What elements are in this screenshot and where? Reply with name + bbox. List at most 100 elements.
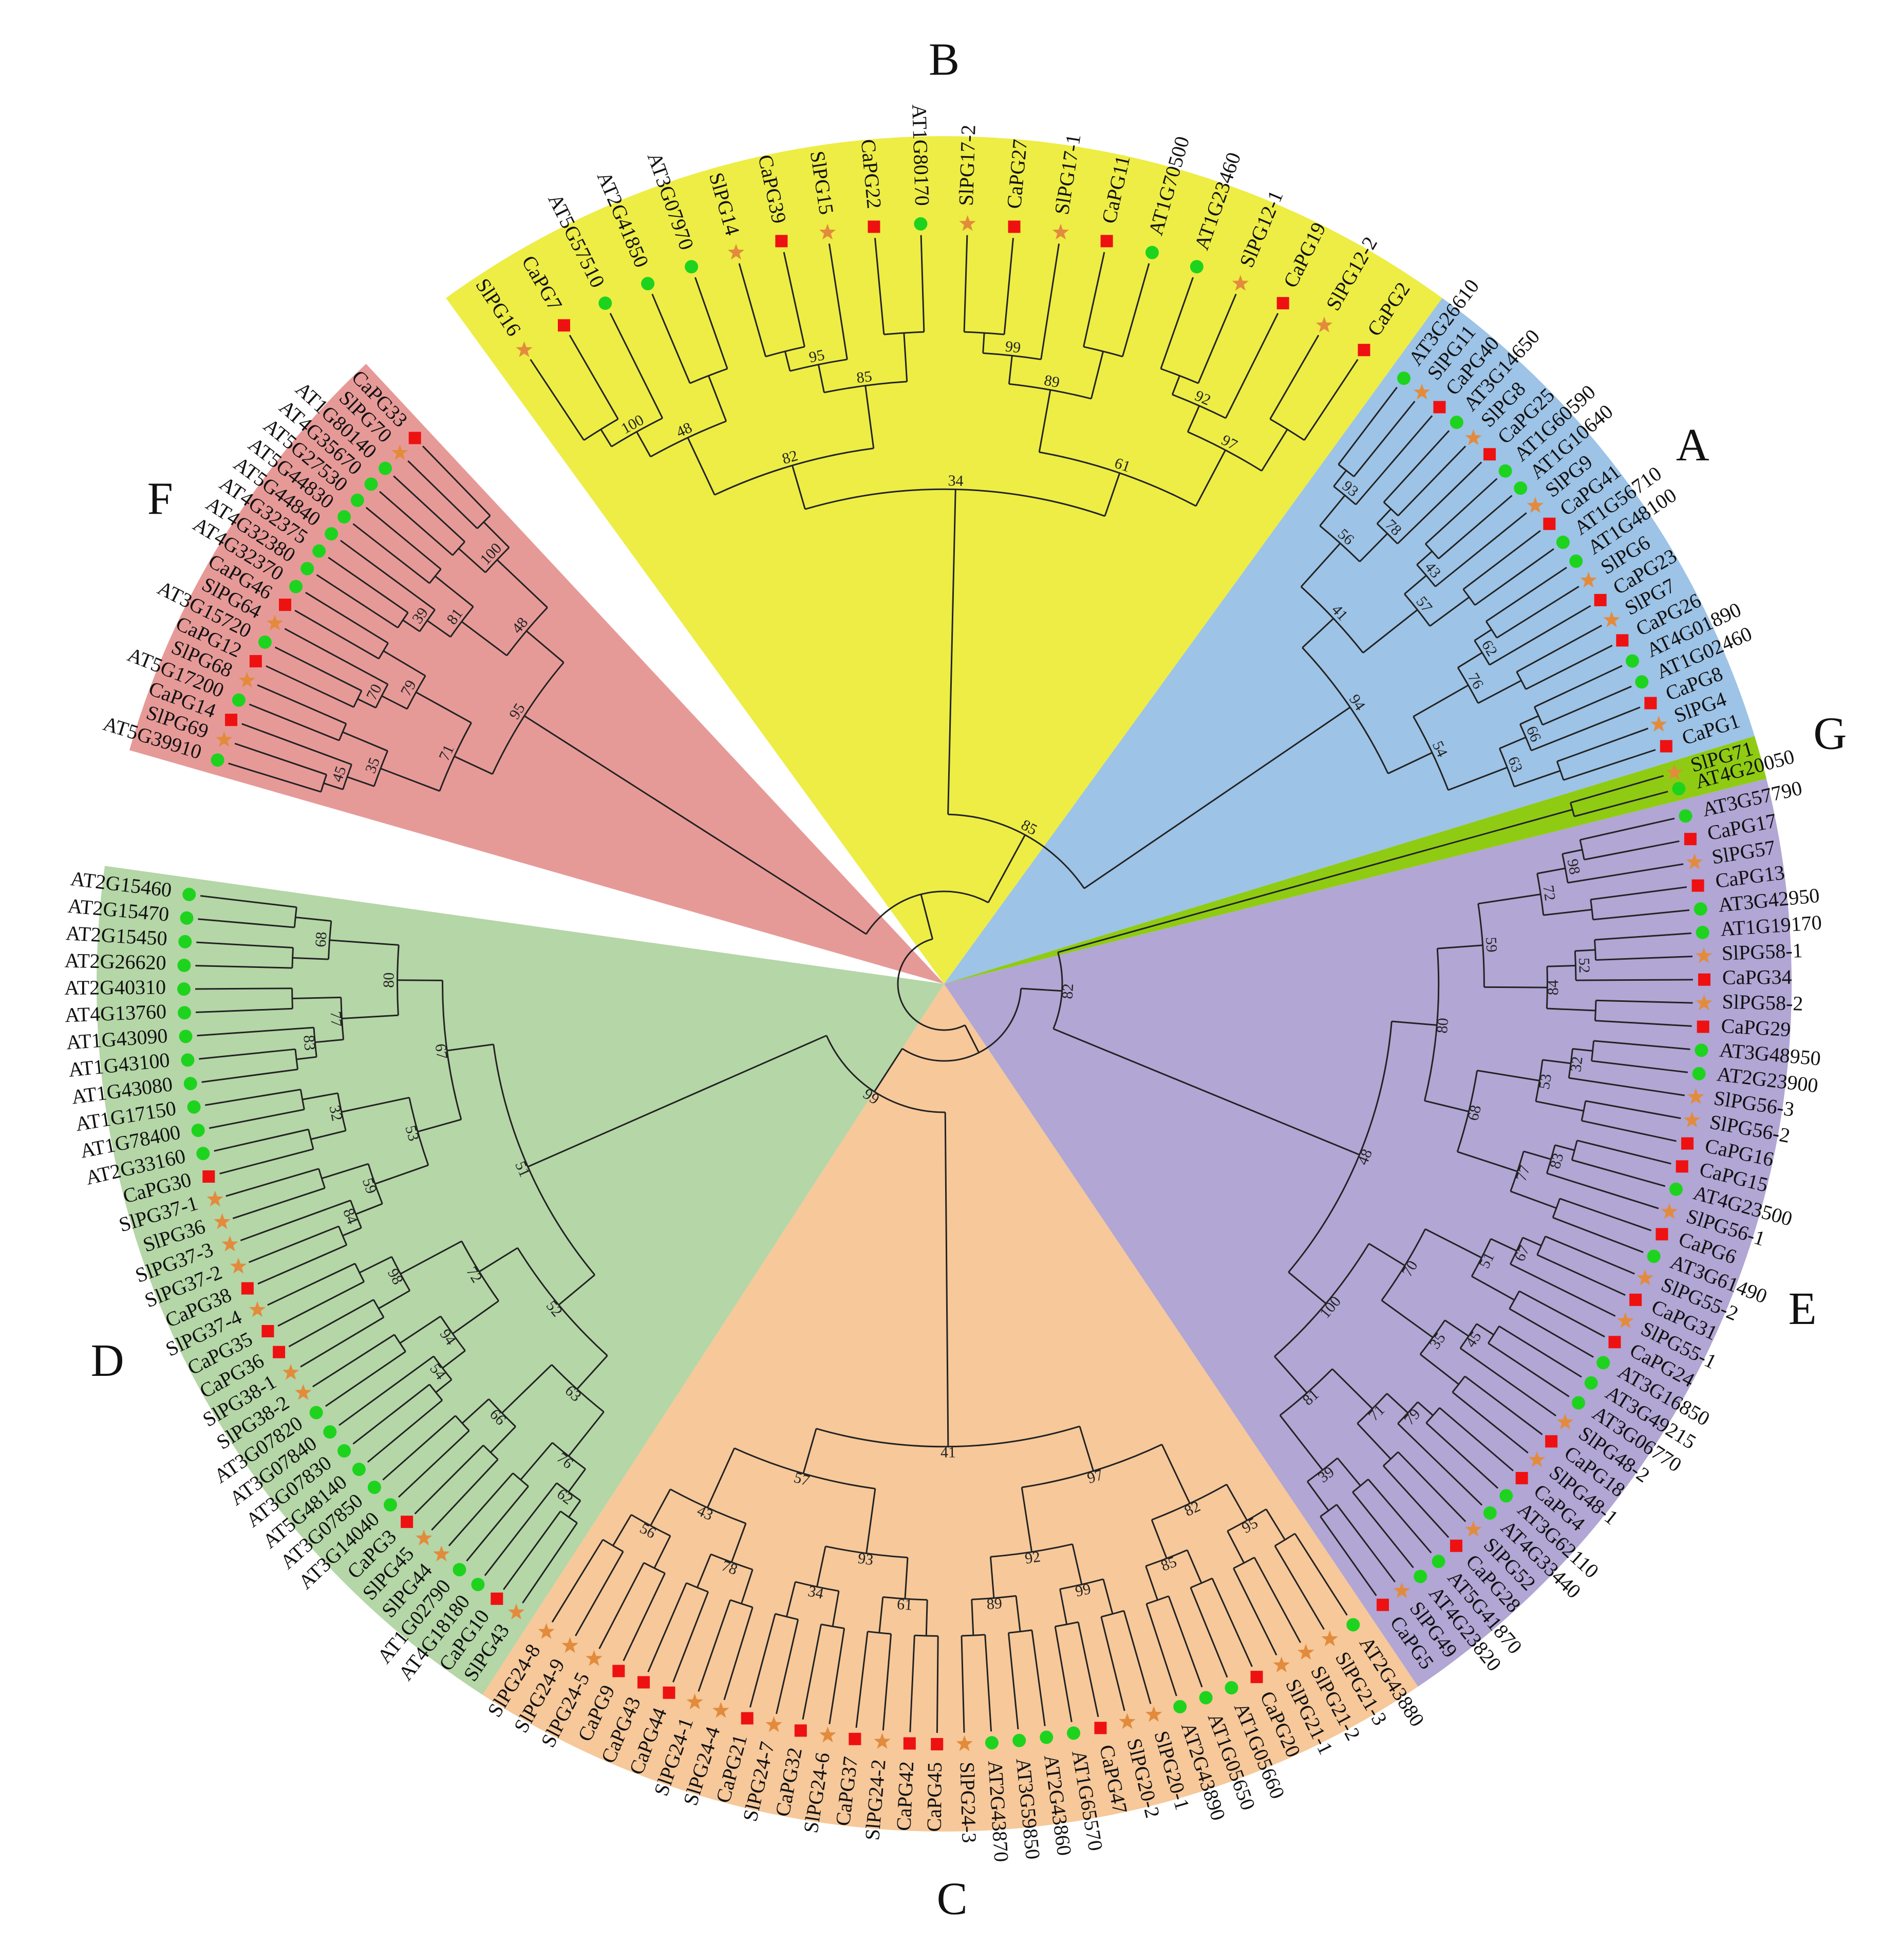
branch-radial bbox=[1226, 1484, 1248, 1521]
branch-radial bbox=[1554, 1144, 1575, 1151]
tip-branch bbox=[1629, 727, 1649, 736]
branch-radial bbox=[1516, 634, 1585, 673]
branch-radial bbox=[1008, 355, 1013, 384]
tip-branch bbox=[874, 238, 878, 258]
leaf-marker-capg44 bbox=[663, 1686, 675, 1699]
branch-arc bbox=[897, 938, 966, 1031]
leaf-marker-slpg17-1 bbox=[1052, 223, 1069, 240]
leaf-marker-slpg24-3 bbox=[956, 1735, 973, 1751]
branch-radial bbox=[342, 1227, 362, 1237]
leaf-marker-capg40 bbox=[1433, 401, 1446, 414]
branch-arc bbox=[318, 1168, 326, 1189]
leaf-marker-slpg37-4 bbox=[249, 1301, 266, 1317]
leaf-marker-slpg12-2 bbox=[1315, 316, 1333, 332]
branch-arc bbox=[353, 690, 363, 707]
tip-branch bbox=[288, 1336, 307, 1348]
tip-branch bbox=[414, 1499, 429, 1515]
branch-radial bbox=[1575, 949, 1595, 952]
leaf-marker-capg2 bbox=[1358, 344, 1370, 357]
tip-branch bbox=[382, 1466, 398, 1481]
branch-radial bbox=[1591, 1060, 1669, 1071]
tip-branch bbox=[1667, 886, 1687, 890]
leaf-marker-capg31 bbox=[1629, 1293, 1642, 1306]
leaf-marker-slpg24-8 bbox=[538, 1623, 555, 1639]
branch-radial bbox=[341, 1096, 410, 1113]
tip-branch bbox=[1670, 1047, 1690, 1050]
leaf-marker-at3g14650 bbox=[1450, 416, 1463, 430]
tip-branch bbox=[1637, 749, 1656, 757]
branch-arc bbox=[1579, 839, 1585, 860]
leaf-marker-at4g32380 bbox=[300, 562, 314, 575]
tip-branch bbox=[1041, 1706, 1046, 1726]
branch-radial bbox=[1547, 965, 1576, 967]
tip-branch bbox=[352, 1431, 369, 1445]
branch-arc bbox=[1083, 346, 1123, 358]
tip-branch bbox=[484, 1559, 498, 1576]
leaf-marker-at1g56710 bbox=[1556, 535, 1570, 549]
tip-branch bbox=[209, 1124, 229, 1129]
bootstrap-value: 83 bbox=[300, 1034, 318, 1051]
leaf-marker-capg7 bbox=[558, 319, 570, 332]
clade-sector-A bbox=[944, 298, 1755, 984]
bootstrap-value: 95 bbox=[807, 346, 826, 366]
branch-radial bbox=[1416, 550, 1433, 566]
tip-branch bbox=[214, 1146, 234, 1152]
branch-radial bbox=[321, 1163, 369, 1180]
clade-sectors bbox=[97, 136, 1792, 1832]
leaf-marker-slpg56-3 bbox=[1687, 1088, 1704, 1105]
branch-radial bbox=[1279, 1414, 1324, 1471]
tip-branch bbox=[1673, 1001, 1693, 1004]
branch-radial bbox=[1333, 470, 1347, 487]
leaf-marker-capg14 bbox=[225, 714, 238, 726]
clade-letter-G: G bbox=[1813, 708, 1847, 759]
branch-radial bbox=[1460, 1348, 1541, 1406]
branch-arc bbox=[882, 1596, 928, 1601]
branch-radial bbox=[1435, 525, 1512, 587]
branch-radial bbox=[1021, 1487, 1033, 1552]
branch-radial bbox=[1490, 1238, 1517, 1252]
branch-arc bbox=[1536, 1236, 1546, 1256]
branch-radial bbox=[1386, 1393, 1409, 1414]
branch-radial bbox=[1425, 1422, 1484, 1476]
branch-radial bbox=[1038, 389, 1051, 453]
leaf-marker-at1g05660 bbox=[1225, 1681, 1238, 1695]
branch-radial bbox=[428, 1445, 484, 1501]
branch-arc bbox=[1562, 853, 1569, 883]
tip-branch bbox=[522, 1586, 535, 1604]
branch-radial bbox=[1359, 533, 1388, 563]
branch-radial bbox=[283, 674, 354, 708]
branch-radial bbox=[1429, 596, 1470, 627]
branch-radial bbox=[540, 375, 585, 441]
branch-arc bbox=[983, 352, 1041, 361]
branch-radial bbox=[426, 620, 451, 638]
branch-arc bbox=[971, 1595, 1017, 1600]
branch-backbone bbox=[1021, 987, 1062, 992]
leaf-marker-at1g43080 bbox=[183, 1077, 197, 1091]
leaf-marker-at4g32370 bbox=[289, 580, 303, 593]
branch-radial bbox=[697, 1554, 712, 1588]
tip-branch bbox=[503, 1573, 516, 1590]
leaf-marker-capg21 bbox=[741, 1712, 754, 1725]
branch-radial bbox=[275, 692, 347, 724]
leaf-marker-at2g26620 bbox=[177, 959, 191, 973]
tip-branch bbox=[1482, 478, 1498, 493]
tip-branch bbox=[200, 895, 220, 899]
leaf-marker-slpg55-1 bbox=[1617, 1312, 1634, 1329]
branch-arc bbox=[1425, 543, 1439, 559]
tip-branch bbox=[1539, 1404, 1557, 1416]
clade-letter-A: A bbox=[1676, 420, 1709, 471]
branch-radial bbox=[920, 254, 925, 332]
branch-radial bbox=[354, 1355, 435, 1415]
leaf-label-capg34: CaPG34 bbox=[1722, 965, 1792, 989]
branch-radial bbox=[1302, 618, 1334, 648]
bootstrap-value: 53 bbox=[1536, 1073, 1555, 1091]
leaf-marker-slpg11 bbox=[1414, 383, 1431, 400]
branch-arc bbox=[1510, 1151, 1525, 1192]
leaf-marker-at3g07830 bbox=[337, 1444, 351, 1458]
branch-radial bbox=[1595, 999, 1673, 1003]
leaf-marker-slpg48-2 bbox=[1557, 1413, 1574, 1430]
leaf-marker-capg24 bbox=[1608, 1336, 1621, 1349]
tip-branch bbox=[1313, 1612, 1325, 1630]
branch-radial bbox=[1357, 1423, 1391, 1460]
bootstrap-value: 99 bbox=[1074, 1580, 1093, 1600]
